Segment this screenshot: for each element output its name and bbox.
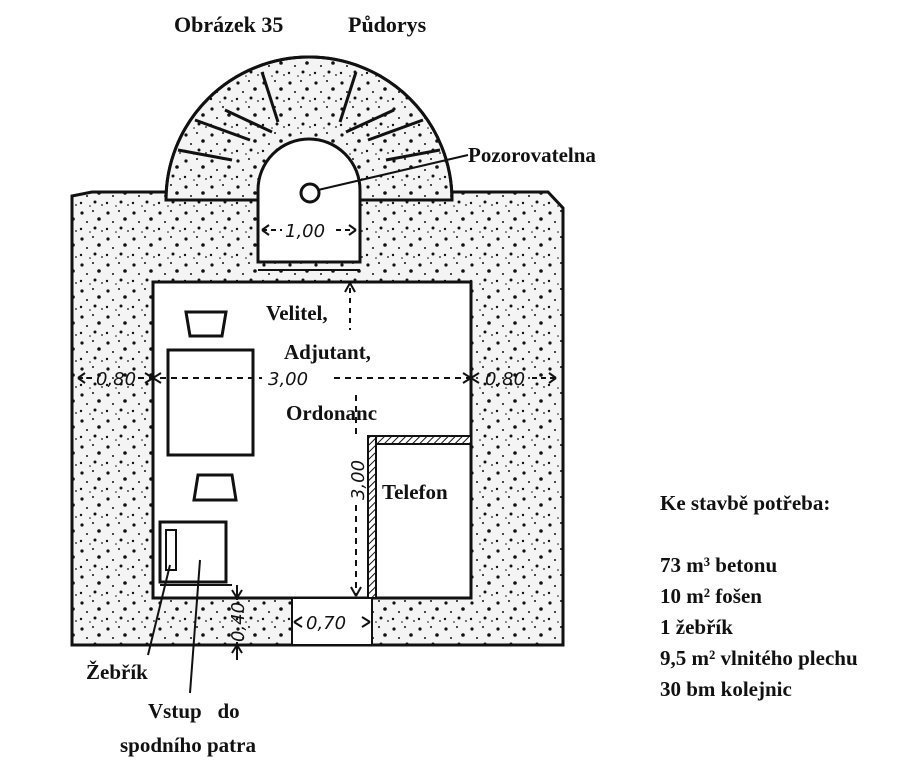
requirement-item: 1 žebřík [660, 615, 733, 639]
observation-hole [299, 182, 321, 204]
figure-number: Obrázek 35 [174, 12, 284, 37]
requirement-item: 30 bm kolejnic [660, 677, 792, 701]
dim-door [293, 616, 371, 628]
dim-wall-left-label: 0,80 [96, 369, 136, 390]
observation-post-label: Pozorovatelna [468, 143, 596, 167]
dim-room-depth-label: 3,00 [348, 460, 369, 500]
figure-title: Půdorys [348, 12, 427, 37]
requirements-heading: Ke stavbě potřeba: [660, 491, 831, 515]
requirements-list: Ke stavbě potřeba: 73 m³ betonu 10 m² fo… [660, 488, 858, 705]
entry-label-line1: Vstup do [148, 699, 240, 723]
dim-opening [261, 224, 357, 236]
dome-stone-joints [177, 71, 441, 162]
dim-depth [350, 395, 362, 597]
requirement-item: 73 m³ betonu [660, 553, 778, 577]
ladder-label: Žebřík [86, 660, 148, 684]
telephone-label: Telefon [382, 480, 448, 504]
dim-opening-label: 1,00 [285, 221, 325, 242]
stool-bottom [192, 473, 238, 502]
ladder [165, 529, 177, 571]
table [166, 348, 255, 457]
stool-top [184, 310, 228, 338]
dim-door-label: 0,70 [306, 613, 346, 634]
occupant-orderly-label: Ordonanc [286, 401, 378, 425]
occupant-adjutant-label: Adjutant, [284, 340, 371, 364]
requirement-item: 9,5 m² vlnitého plechu [660, 646, 858, 670]
dim-room-width-label: 3,00 [268, 369, 308, 390]
requirement-item: 10 m² fošen [660, 584, 762, 608]
entry-label-line2: spodního patra [120, 733, 256, 757]
dim-wall-right-label: 0,80 [485, 369, 525, 390]
occupant-commander-label: Velitel, [266, 301, 328, 325]
dim-floor-label: 0,40 [228, 602, 249, 642]
dim-floor [231, 585, 243, 660]
door-opening [291, 597, 373, 646]
dim-width [77, 372, 557, 384]
